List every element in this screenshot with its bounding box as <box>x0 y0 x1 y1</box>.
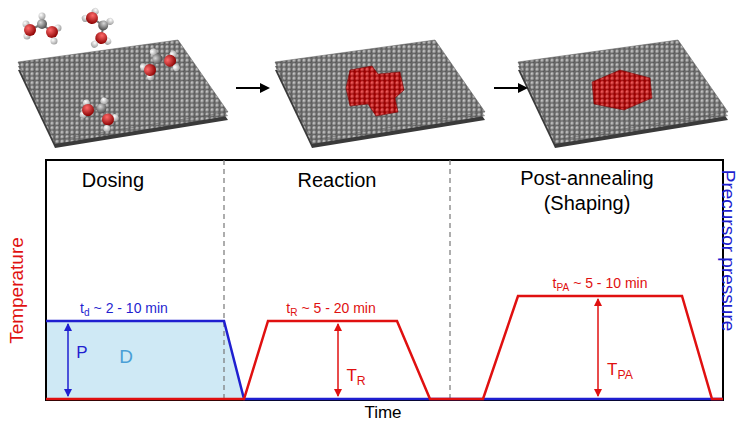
red-hexagon <box>592 70 652 110</box>
graphene-sheet <box>275 40 485 148</box>
graphene-sheet <box>18 40 228 148</box>
axis-label: Precursor pressure <box>720 169 739 331</box>
phase-title: Dosing <box>82 170 144 190</box>
duration-label-text: t <box>286 300 290 316</box>
red-island <box>346 66 404 116</box>
temperature-curve <box>46 296 723 399</box>
axis-label: Temperature <box>7 237 26 344</box>
chart-frame <box>46 160 723 400</box>
symbol-label: D <box>119 347 133 366</box>
phase-title: Post-annealing <box>520 168 653 188</box>
duration-label-text: ~ 5 - 20 min <box>301 300 375 316</box>
divider <box>223 160 224 400</box>
phase-title: Reaction <box>298 170 377 190</box>
dimension-arrow <box>337 324 339 396</box>
duration-label-text: PA <box>556 282 569 293</box>
symbol-label-text: T <box>346 366 356 385</box>
process-arrow <box>236 87 268 89</box>
axis-label: Time <box>364 404 401 421</box>
molecule <box>76 91 124 134</box>
phase-title-text: Post-annealing <box>520 167 653 189</box>
dimension-arrow <box>67 324 69 396</box>
duration-label-text: ~ 2 - 10 min <box>94 300 168 316</box>
pressure-curve <box>46 321 723 399</box>
symbol-label-text: PA <box>617 368 632 382</box>
molecule <box>135 39 185 86</box>
dimension-arrow <box>597 299 599 396</box>
duration-label: tR ~ 5 - 20 min <box>286 301 376 318</box>
symbol-label: TPA <box>607 361 633 381</box>
duration-label-text: d <box>84 307 90 318</box>
divider <box>449 160 450 400</box>
duration-label: td ~ 2 - 10 min <box>80 301 168 318</box>
dose-area <box>46 321 244 400</box>
duration-label: tPA ~ 5 - 10 min <box>553 276 648 293</box>
duration-label-text: R <box>290 307 297 318</box>
graphene-sheet <box>518 40 728 148</box>
symbol-label-text: R <box>357 374 366 388</box>
symbol-label: P <box>76 344 87 361</box>
axis-label-text: Temperature <box>6 237 27 344</box>
duration-label-text: t <box>553 275 557 291</box>
process-arrow <box>494 87 526 89</box>
duration-label-text: t <box>80 300 84 316</box>
symbol-label-text: D <box>119 346 133 367</box>
axis-label-text: Time <box>364 403 401 422</box>
molecule <box>23 13 62 45</box>
phase-title-text: Dosing <box>82 169 144 191</box>
symbol-label-text: T <box>607 360 617 379</box>
phase-title: (Shaping) <box>544 193 631 213</box>
symbol-label-text: P <box>76 343 87 362</box>
axis-label-text: Precursor pressure <box>719 169 740 331</box>
molecule <box>76 3 123 53</box>
phase-title-text: Reaction <box>298 169 377 191</box>
phase-title-text: (Shaping) <box>544 192 631 214</box>
symbol-label: TR <box>346 367 365 387</box>
duration-label-text: ~ 5 - 10 min <box>573 275 647 291</box>
